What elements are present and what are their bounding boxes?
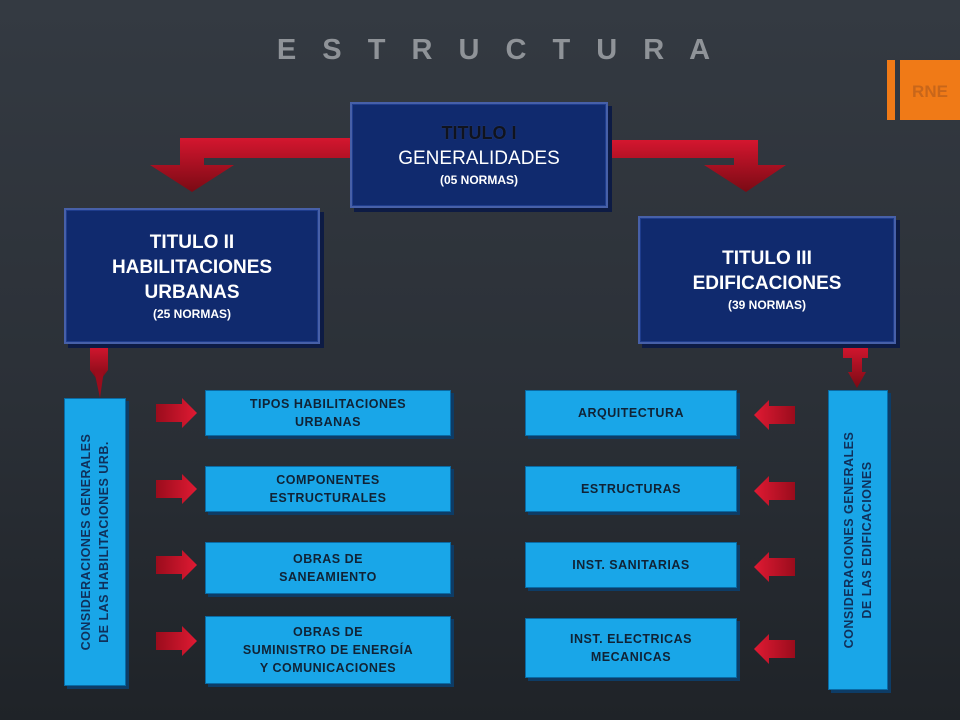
right-item-label: ARQUITECTURA (578, 406, 684, 420)
left-considerations-label: CONSIDERACIONES GENERALES DE LAS HABILIT… (79, 433, 111, 651)
page-title: E S T R U C T U R A (276, 34, 720, 66)
right-item-label: INST. SANITARIAS (572, 558, 690, 572)
right-item-inst-sanitarias: INST. SANITARIAS (525, 542, 737, 588)
left-item-label: TIPOS HABILITACIONES URBANAS (249, 397, 407, 429)
left-item-label: COMPONENTES ESTRUCTURALES (269, 473, 387, 505)
titulo-2-name-line2: URBANAS (144, 281, 240, 303)
left-item-obras-suministro: OBRAS DE SUMINISTRO DE ENERGÍA Y COMUNIC… (205, 616, 451, 684)
titulo-2-box: TITULO II HABILITACIONES URBANAS (25 NOR… (64, 208, 320, 344)
down-arrow-right (843, 346, 868, 388)
titulo-3-box: TITULO III EDIFICACIONES (39 NORMAS) (638, 216, 896, 344)
titulo-1-name: GENERALIDADES (398, 148, 560, 169)
right-item-inst-electricas: INST. ELECTRICAS MECANICAS (525, 618, 737, 678)
left-item-label: OBRAS DE SUMINISTRO DE ENERGÍA Y COMUNIC… (242, 625, 414, 675)
titulo-2-count: (25 NORMAS) (152, 306, 231, 321)
titulo-1-heading: TITULO I (441, 123, 517, 143)
badge-accent-bar (887, 60, 895, 120)
left-considerations-column: CONSIDERACIONES GENERALES DE LAS HABILIT… (64, 398, 126, 686)
titulo-1-box: TITULO I GENERALIDADES (05 NORMAS) (350, 102, 608, 208)
titulo-1-count: (05 NORMAS) (439, 173, 518, 187)
right-item-arrows (754, 400, 795, 664)
right-considerations-label: CONSIDERACIONES GENERALES DE LAS EDIFICA… (842, 431, 874, 649)
right-considerations-column: CONSIDERACIONES GENERALES DE LAS EDIFICA… (828, 390, 888, 690)
elbow-arrow-left (150, 138, 350, 192)
right-item-label: INST. ELECTRICAS MECANICAS (570, 632, 692, 664)
left-item-tipos-habilitaciones: TIPOS HABILITACIONES URBANAS (205, 390, 451, 436)
titulo-3-heading: TITULO III (722, 248, 812, 269)
left-item-obras-saneamiento: OBRAS DE SANEAMIENTO (205, 542, 451, 594)
rne-badge: RNE (900, 60, 960, 120)
titulo-2-heading: TITULO II (149, 231, 235, 253)
elbow-arrow-right (612, 140, 786, 192)
titulo-3-count: (39 NORMAS) (727, 298, 806, 312)
titulo-2-name-line1: HABILITACIONES (111, 256, 273, 278)
left-item-label: OBRAS DE SANEAMIENTO (279, 552, 377, 584)
left-item-arrows (156, 398, 197, 656)
right-item-estructuras: ESTRUCTURAS (525, 466, 737, 512)
right-item-arquitectura: ARQUITECTURA (525, 390, 737, 436)
right-item-label: ESTRUCTURAS (581, 482, 681, 496)
left-item-componentes-estructurales: COMPONENTES ESTRUCTURALES (205, 466, 451, 512)
titulo-3-name: EDIFICACIONES (692, 273, 842, 294)
